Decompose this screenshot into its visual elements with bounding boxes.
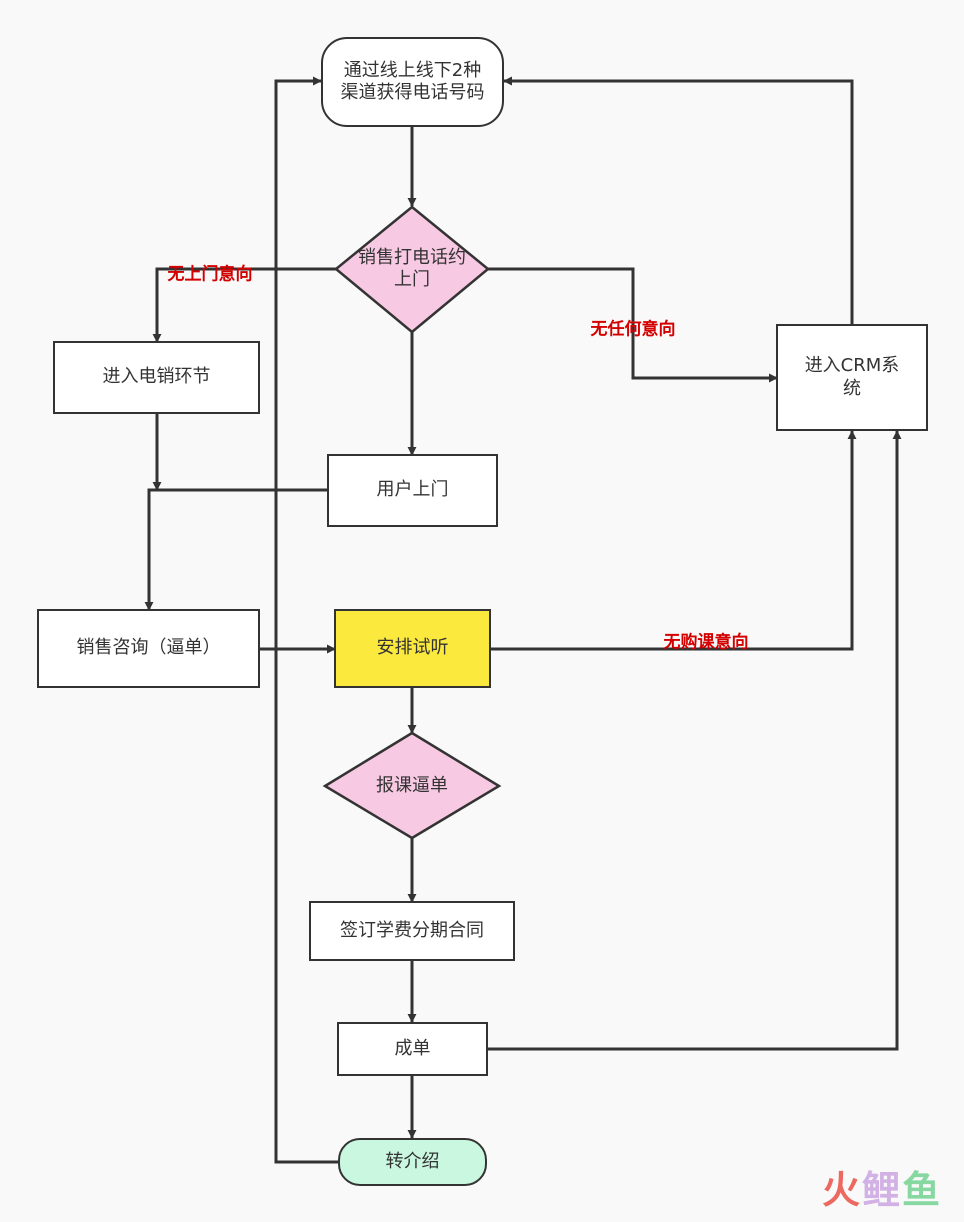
- node-telemarketing-label: 进入电销环节: [102, 366, 211, 388]
- node-contract-label: 签订学费分期合同: [340, 919, 484, 941]
- node-crm[interactable]: 进入CRM系统: [776, 324, 928, 431]
- edge-deal-to-crm: [488, 430, 902, 1051]
- watermark-char-3: 鱼: [901, 1168, 942, 1212]
- node-trial-label: 安排试听: [376, 637, 449, 659]
- node-deal[interactable]: 成单: [337, 1022, 488, 1076]
- edge-referral-to-start: [274, 76, 339, 1164]
- watermark-char-1: 火: [821, 1168, 862, 1212]
- node-consult[interactable]: 销售咨询（逼单）: [37, 609, 260, 688]
- node-trial[interactable]: 安排试听: [334, 609, 491, 688]
- edge-label-no-purchase: 无购课意向: [663, 632, 749, 653]
- edge-label-no-intent: 无任何意向: [590, 319, 676, 340]
- watermark-char-2: 鲤: [861, 1168, 902, 1212]
- edge-call-to-crm: [488, 267, 778, 383]
- watermark-logo: 火鲤鱼: [822, 1159, 942, 1214]
- node-start-label: 通过线上线下2种渠道获得电话号码: [340, 59, 485, 104]
- node-start[interactable]: 通过线上线下2种渠道获得电话号码: [321, 37, 504, 127]
- edge-crm-to-start: [503, 76, 854, 325]
- node-deal-label: 成单: [394, 1037, 431, 1059]
- edge-trial-to-crm: [490, 430, 857, 651]
- node-crm-label: 进入CRM系统: [804, 355, 900, 399]
- node-enroll[interactable]: 报课逼单: [350, 770, 474, 802]
- edge-visit-to-consult: [144, 488, 328, 611]
- node-contract[interactable]: 签订学费分期合同: [309, 901, 515, 961]
- node-user-visit-label: 用户上门: [376, 479, 449, 501]
- node-referral[interactable]: 转介绍: [338, 1138, 487, 1186]
- node-referral-label: 转介绍: [385, 1150, 440, 1172]
- node-user-visit[interactable]: 用户上门: [327, 454, 498, 527]
- node-sales-call[interactable]: 销售打电话约上门: [350, 240, 474, 298]
- enroll-diamond: [322, 731, 502, 840]
- edge-label-no-visit: 无上门意向: [167, 264, 253, 285]
- node-consult-label: 销售咨询（逼单）: [76, 637, 221, 659]
- node-enroll-label: 报课逼单: [376, 774, 448, 796]
- sales-call-diamond: [334, 205, 490, 334]
- node-telemarketing[interactable]: 进入电销环节: [53, 341, 260, 414]
- node-sales-call-label: 销售打电话约上门: [358, 246, 466, 291]
